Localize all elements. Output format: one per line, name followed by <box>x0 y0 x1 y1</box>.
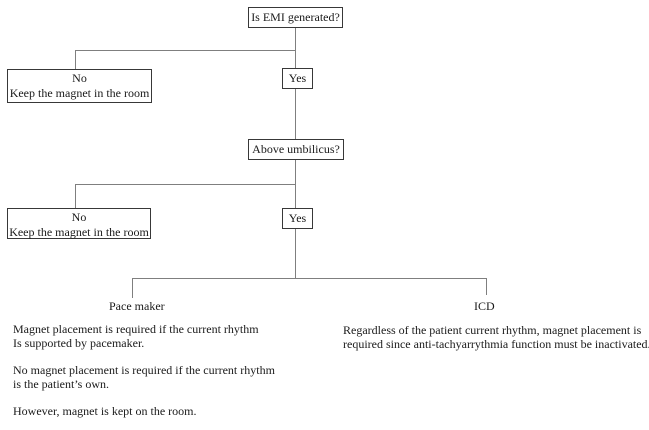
outcome-node-yes-1: Yes <box>282 68 313 89</box>
note-icd: Regardless of the patient current rhythm… <box>343 323 649 351</box>
connector-decision2-down <box>295 160 296 184</box>
connector-branch1-yes-down <box>295 50 296 68</box>
connector-branch2-yes-down <box>295 184 296 208</box>
outcome-node-no-1: No Keep the magnet in the room <box>7 69 152 103</box>
note-pacemaker-line <box>13 391 338 405</box>
leaf-label-icd: ICD <box>474 299 495 313</box>
connector-branch1-horizontal <box>75 50 296 51</box>
connector-pacemaker-down <box>132 278 133 298</box>
connector-yes1-to-decision2 <box>295 89 296 139</box>
note-pacemaker-line: No magnet placement is required if the c… <box>13 363 275 378</box>
note-pacemaker-line: is the patient’s own. <box>13 376 109 391</box>
note-pacemaker-line: However, magnet is kept on the room. <box>13 404 197 419</box>
connector-branch2-horizontal <box>75 184 296 185</box>
note-pacemaker-line: Magnet placement is required if the curr… <box>13 322 259 336</box>
outcome-no-1-line2: Keep the magnet in the room <box>9 86 150 100</box>
outcome-no-2-line2: Keep the magnet in the room <box>9 225 149 239</box>
connector-root-down <box>295 28 296 50</box>
decision-node-above-umbilicus: Above umbilicus? <box>248 139 344 160</box>
connector-branch1-no-down <box>75 50 76 69</box>
leaf-label-pacemaker: Pace maker <box>109 299 165 313</box>
outcome-node-yes-2: Yes <box>282 208 313 229</box>
note-pacemaker-line <box>13 350 338 364</box>
note-pacemaker: Magnet placement is required if the curr… <box>13 322 338 419</box>
note-icd-line: required since anti-tachyarrythmia funct… <box>343 336 649 351</box>
outcome-no-1-line1: No <box>72 71 87 85</box>
decision-node-emi-generated: Is EMI generated? <box>248 7 343 28</box>
connector-branch2-no-down <box>75 184 76 208</box>
connector-icd-down <box>486 278 487 295</box>
outcome-no-2-line1: No <box>71 210 87 224</box>
note-pacemaker-line: Is supported by pacemaker. <box>13 335 145 350</box>
note-icd-line: Regardless of the patient current rhythm… <box>343 323 642 337</box>
connector-device-horizontal <box>132 278 487 279</box>
outcome-node-no-2: No Keep the magnet in the room <box>7 208 151 239</box>
connector-yes2-down <box>295 229 296 278</box>
